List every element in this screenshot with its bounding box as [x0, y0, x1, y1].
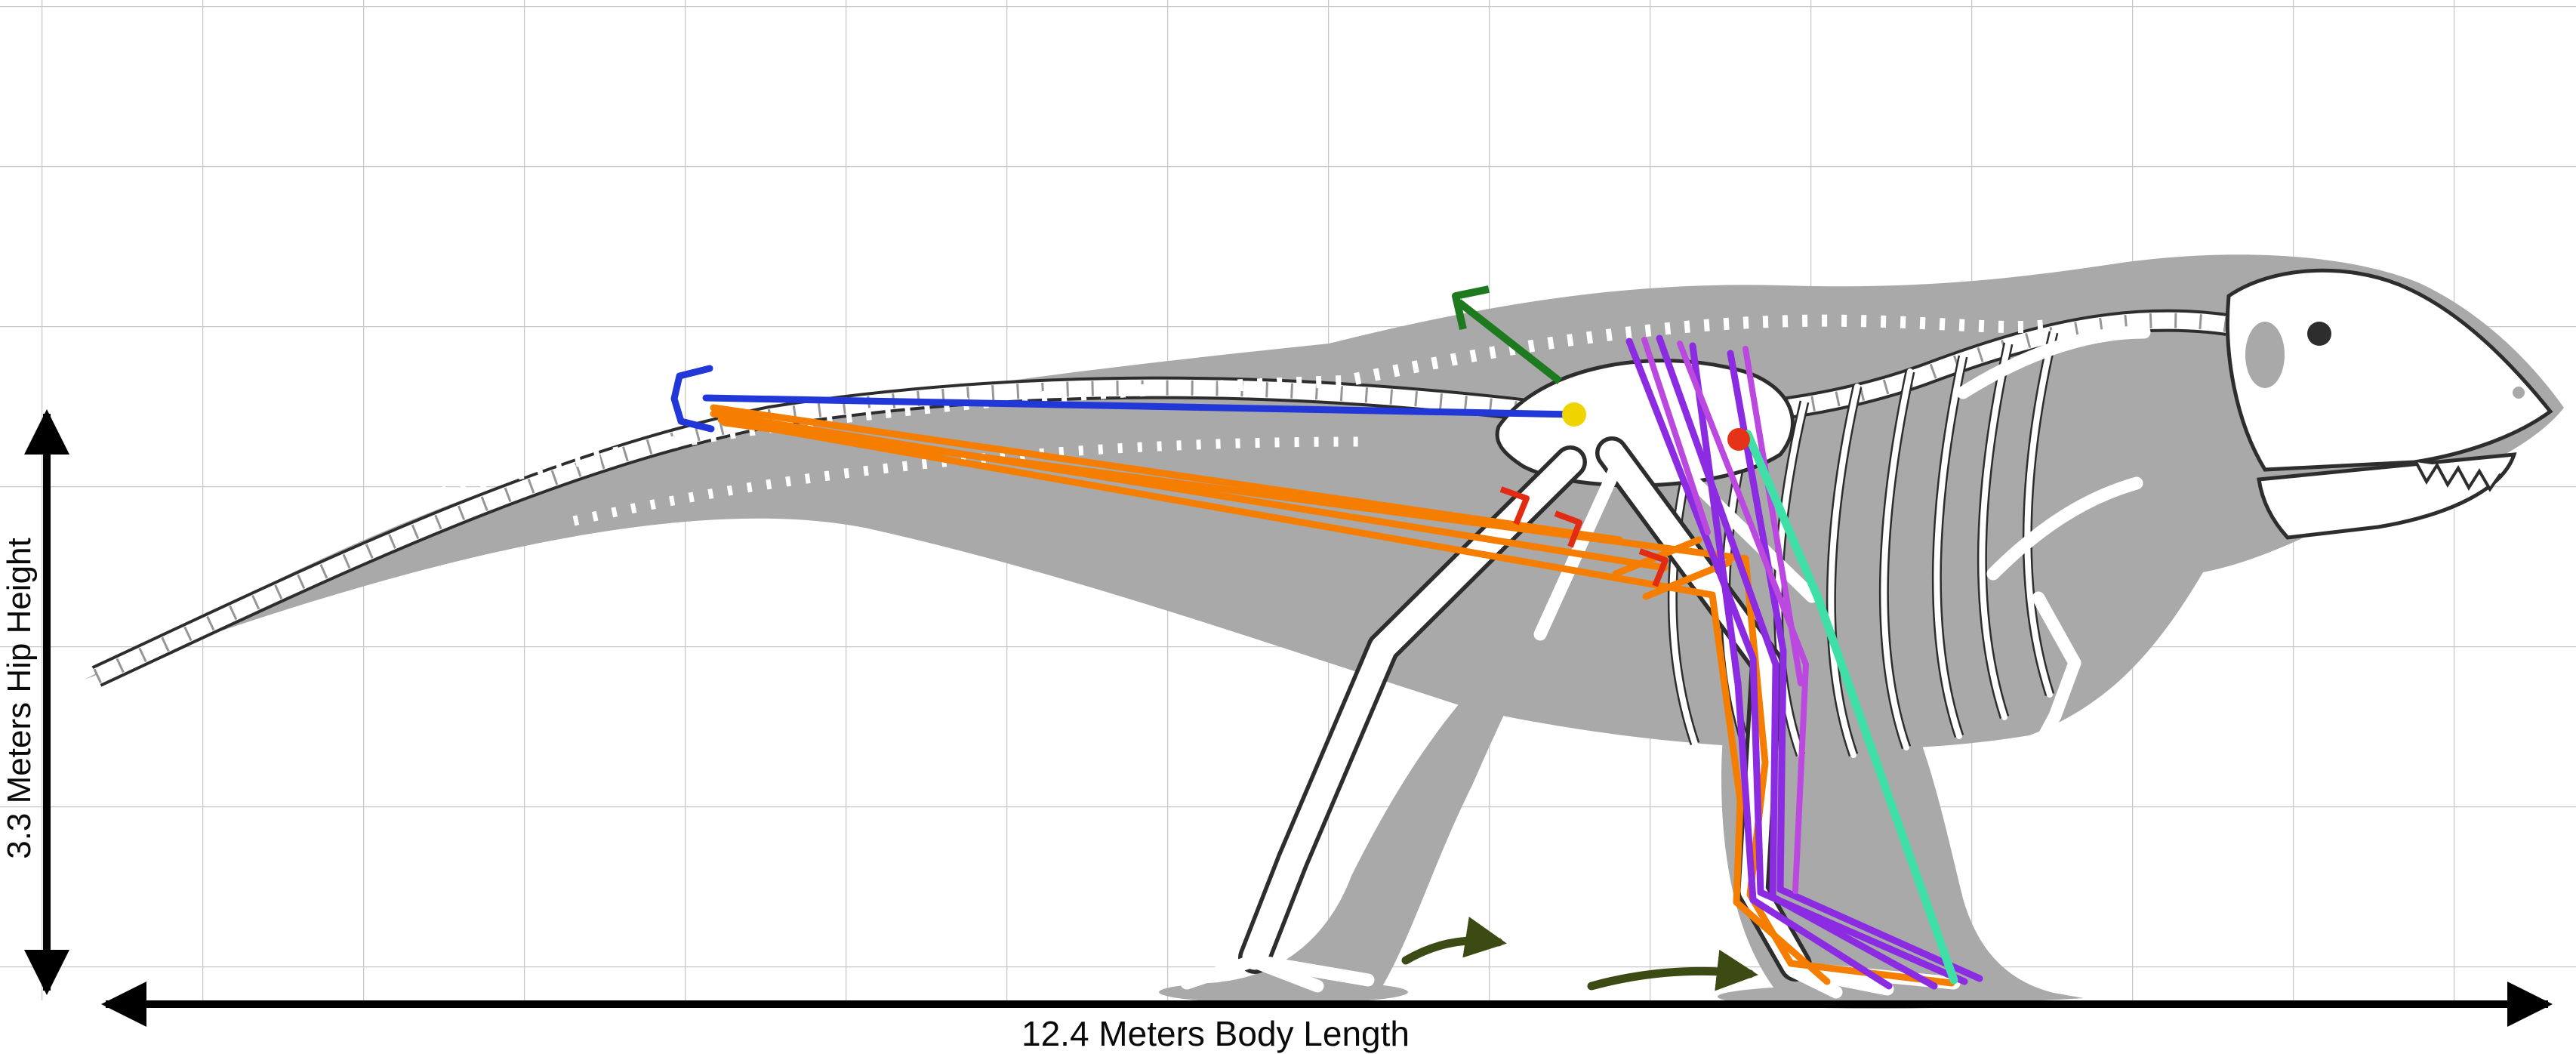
muscle-line	[717, 416, 1716, 599]
tail-chevrons	[572, 436, 1360, 526]
cervical-bone	[1956, 325, 2151, 399]
teeth	[2414, 461, 2502, 492]
ground-motion-arrows	[1401, 917, 1758, 991]
motion-arrow	[1587, 949, 1758, 991]
muscle-line	[1656, 334, 1938, 990]
metatarsus-bone	[1242, 848, 1305, 970]
scapula-bone	[1986, 476, 2143, 581]
ischium-bone	[1677, 465, 1819, 603]
arm-forearm-bone	[2048, 656, 2081, 723]
skull	[2225, 268, 2553, 540]
muscle-line	[1625, 337, 1968, 985]
silhouette-far-leg	[1178, 664, 1525, 993]
hip-height-label: 3.3 Meters Hip Height	[1, 538, 38, 859]
ground-force-line	[1743, 430, 1958, 985]
arm-humerus-bone	[2032, 591, 2081, 670]
limb-muscle-lines-magenta	[1641, 337, 1809, 894]
muscle-line	[1727, 350, 1983, 982]
muscle-line	[1677, 341, 1809, 894]
moment-mark	[1554, 510, 1582, 548]
skull-fenestra	[2245, 322, 2285, 388]
pivot-hook	[1452, 285, 1490, 331]
arm-claw-bone	[2033, 709, 2062, 750]
cranium-bone	[2225, 268, 2553, 472]
motion-arrow	[1401, 917, 1507, 965]
hip-joint-marker	[1562, 402, 1586, 427]
toe-bone	[1180, 954, 1262, 990]
leg-muscle-path	[1709, 591, 1831, 985]
body-length-label: 12.4 Meters Body Length	[1021, 1014, 1410, 1053]
muscle-line	[1689, 342, 1893, 990]
muscle-line	[710, 404, 1623, 544]
toe-bone	[1246, 954, 1375, 987]
rib-bone	[1828, 384, 1860, 758]
rib-bone	[1979, 341, 2011, 720]
pivot-annotation	[1452, 285, 1563, 384]
tibia-bone	[1280, 635, 1396, 874]
tail-span-annotation	[670, 365, 1578, 433]
rib-bone	[2024, 329, 2057, 698]
nostril	[2513, 387, 2525, 399]
measurement-axes	[24, 409, 2553, 1027]
moment-mark	[1499, 486, 1530, 525]
tail-span-line	[702, 394, 1578, 418]
moment-mark	[1638, 548, 1669, 587]
pivot-line	[1456, 299, 1563, 384]
rib-bone	[1881, 368, 1913, 750]
vertebral-column	[97, 321, 2227, 676]
small-bones	[1180, 325, 2151, 999]
muscle-line	[1641, 337, 1711, 535]
moment-arm-marks	[1499, 486, 1669, 587]
tail-bracket	[670, 365, 715, 433]
limb-muscle-lines-purple	[1625, 334, 1983, 990]
rib-bone	[1934, 353, 1966, 739]
center-of-mass-marker	[1727, 428, 1750, 451]
eye-socket	[2307, 322, 2331, 346]
